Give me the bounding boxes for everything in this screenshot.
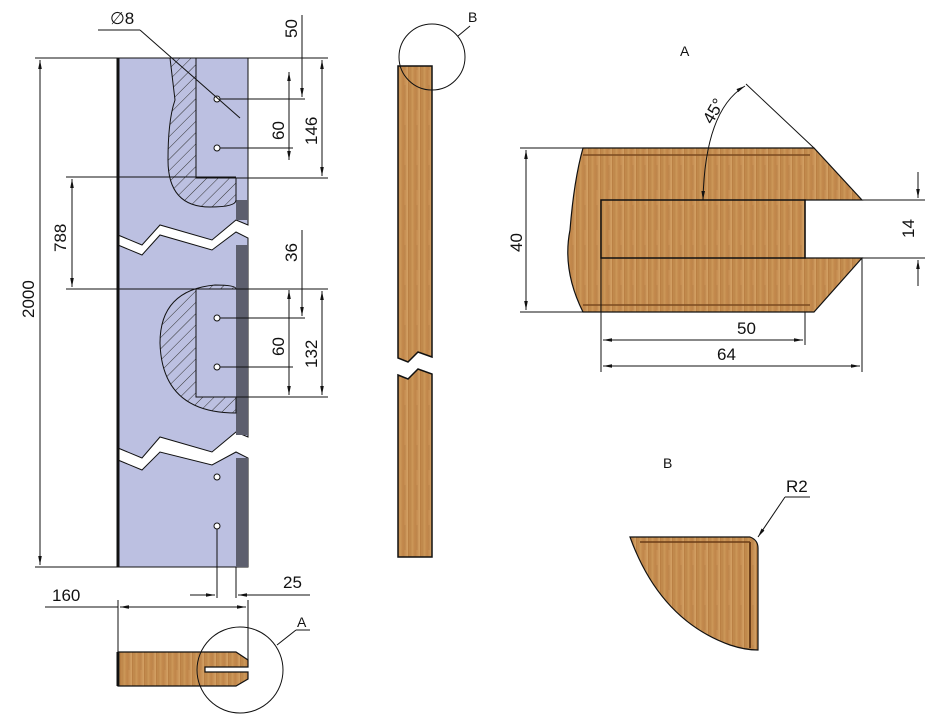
- hatched-section-mid: [159, 284, 237, 414]
- dim-hole-diameter: ∅8: [110, 9, 134, 28]
- dim-total-height: 2000: [19, 280, 38, 318]
- dim-panel-width: 160: [52, 586, 80, 605]
- dim-cutout-top: 146: [302, 117, 321, 145]
- dim-groove-depth: 50: [737, 319, 756, 338]
- dim-hole-edge-offset: 25: [283, 573, 302, 592]
- detail-b-title: B: [663, 455, 672, 471]
- dim-radius: R2: [786, 477, 808, 496]
- hole: [213, 363, 221, 371]
- detail-b: B R2: [629, 455, 810, 651]
- detail-a-title: A: [680, 43, 690, 59]
- hole: [213, 144, 221, 152]
- panel-front-view: [116, 57, 249, 568]
- detail-a-callout-circle: [196, 626, 284, 714]
- panel-edge-strip: [236, 200, 248, 220]
- dim-cutout-spacing: 788: [51, 224, 70, 252]
- dimension-lines: [35, 15, 328, 660]
- dim-thickness: 40: [507, 233, 526, 252]
- dim-groove-width: 14: [899, 219, 918, 238]
- hatched-section-top: [167, 57, 237, 208]
- dim-cutout-mid: 132: [302, 340, 321, 368]
- hole: [213, 522, 221, 530]
- dim-hole-offset-top: 50: [282, 19, 301, 38]
- dim-hole-spacing-mid: 60: [269, 337, 288, 356]
- dowel-holes: [213, 95, 221, 530]
- dim-angle: 45°: [699, 95, 728, 127]
- panel-segment-bottom: [117, 451, 249, 568]
- dim-hole-offset-mid: 36: [282, 243, 301, 262]
- dim-total-depth: 64: [717, 345, 736, 364]
- detail-b-callout-circle: [398, 23, 466, 91]
- hole: [213, 314, 221, 322]
- panel-section-view: A: [116, 614, 310, 714]
- dim-hole-spacing-top: 60: [269, 121, 288, 140]
- hole: [213, 473, 221, 481]
- callout-b-label: B: [468, 9, 477, 25]
- side-strip-view: B: [397, 9, 477, 558]
- callout-a-label: A: [297, 614, 307, 630]
- detail-a: A 45° 40 14 50 64: [507, 43, 925, 372]
